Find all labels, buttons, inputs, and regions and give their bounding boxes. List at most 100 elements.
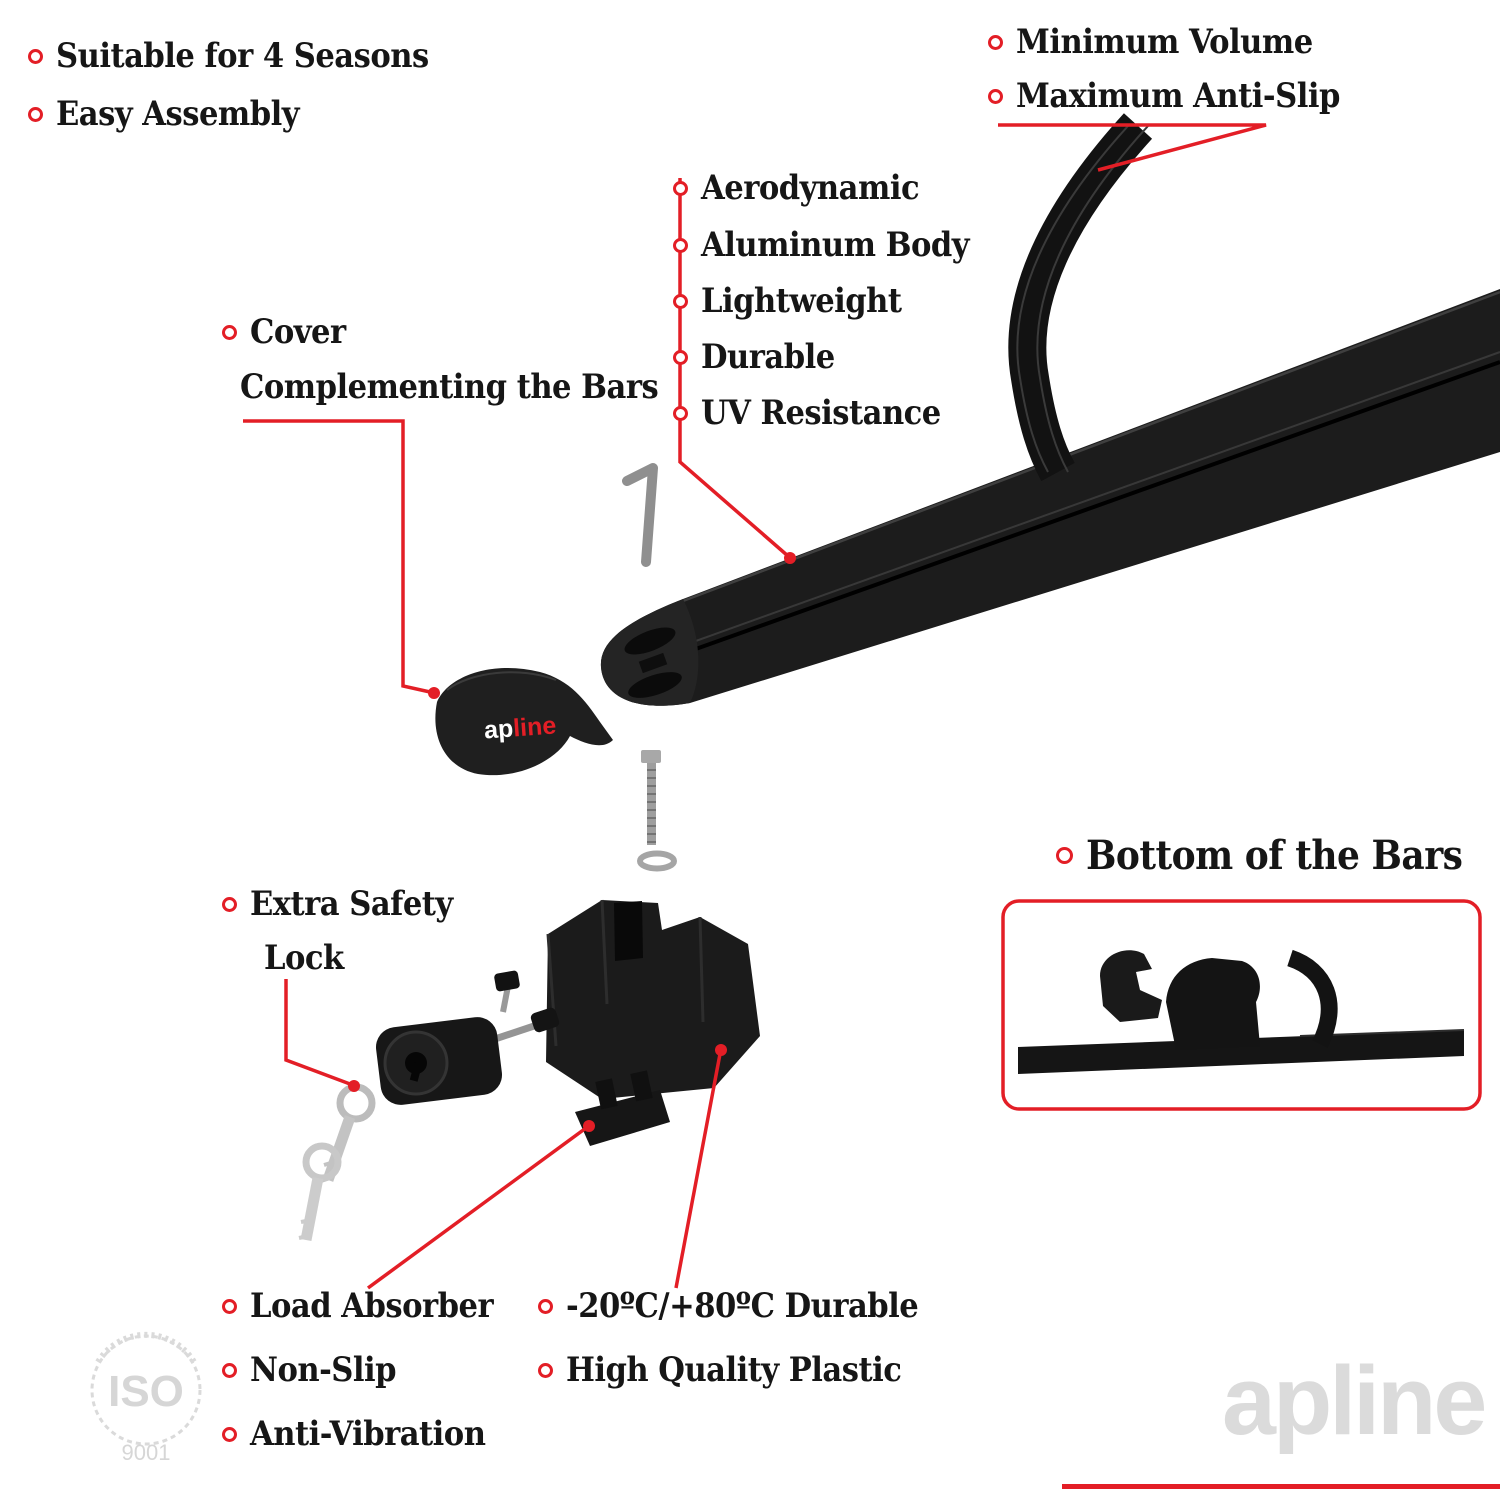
- bullet-icon: [538, 1298, 553, 1314]
- bar-cover: [435, 667, 613, 776]
- bottom-view-hook: [1100, 950, 1162, 1022]
- bullet-icon: [28, 48, 43, 64]
- bullet-icon: [222, 1298, 237, 1314]
- feature-item-plastic: High Quality Plastic: [538, 1350, 902, 1390]
- feature-item-durable: Durable: [673, 337, 835, 377]
- bar-groove-highlight: [692, 351, 1500, 643]
- lock-side-knob: [530, 1007, 560, 1033]
- bullet-icon: [538, 1362, 553, 1378]
- iso-badge-wreath: [95, 1331, 197, 1364]
- connector-material: [674, 1053, 722, 1289]
- bottom-bars-box: [1001, 899, 1482, 1111]
- bullet-icon: [673, 405, 688, 421]
- bottom-bars-heading: Bottom of the Bars: [1056, 832, 1463, 879]
- brand-watermark: apline: [1222, 1346, 1487, 1455]
- cover-label: Cover: [250, 312, 346, 352]
- lock-side-pin: [490, 1020, 542, 1044]
- feature-label: Easy Assembly: [56, 94, 300, 134]
- feature-item-antislip: Maximum Anti-Slip: [988, 76, 1340, 116]
- safety-label-line2: Lock: [264, 938, 344, 978]
- cover-label-line1: Cover: [222, 312, 346, 352]
- feature-label: Aerodynamic: [701, 168, 920, 208]
- feature-item-load-absorber: Load Absorber: [222, 1286, 494, 1326]
- bolt-head: [641, 750, 661, 763]
- connector-dot-material: [715, 1044, 727, 1056]
- feature-label: Durable: [701, 337, 835, 377]
- bullet-icon: [222, 1426, 237, 1442]
- bottom-view-strap: [1286, 949, 1338, 1048]
- safety-label: Extra Safety: [250, 884, 453, 924]
- safety-label-line1: Extra Safety: [222, 884, 453, 924]
- feature-item-assembly: Easy Assembly: [28, 94, 300, 134]
- bar-cover-highlight: [446, 671, 557, 691]
- feature-item-seasons: Suitable for 4 Seasons: [28, 36, 429, 76]
- feature-item-aluminum: Aluminum Body: [673, 225, 970, 265]
- feature-item-uv: UV Resistance: [673, 393, 941, 433]
- bullet-icon: [222, 324, 237, 340]
- bottom-accent-line: [1062, 1484, 1500, 1489]
- connector-dot-lock: [348, 1080, 360, 1092]
- feature-item-nonslip: Non-Slip: [222, 1350, 397, 1390]
- iso-number: 9001: [122, 1440, 171, 1465]
- bolt-shaft: [647, 763, 656, 845]
- feature-label: High Quality Plastic: [566, 1350, 902, 1390]
- feature-item-temperature: -20ºC/+80ºC Durable: [538, 1286, 919, 1326]
- bar-groove: [692, 360, 1500, 652]
- connector-antislip: [998, 123, 1267, 172]
- cover-brand-prefix: ap: [483, 714, 515, 745]
- bottom-bars-label: Bottom of the Bars: [1086, 832, 1463, 879]
- bullet-icon: [1056, 847, 1073, 864]
- feature-item-volume: Minimum Volume: [988, 22, 1313, 62]
- feature-label: UV Resistance: [701, 393, 941, 433]
- iso-label: ISO: [108, 1367, 184, 1416]
- cover-label-line2: Complementing the Bars: [240, 367, 659, 407]
- cover-brand-suffix: line: [512, 711, 558, 743]
- connector-bar-features: [678, 178, 790, 558]
- bullet-icon: [988, 88, 1003, 104]
- connector-dot-bar: [784, 552, 796, 564]
- bar-top-highlight: [682, 290, 1500, 603]
- connector-dot-load-absorber: [583, 1120, 595, 1132]
- lock-top-cap: [494, 970, 520, 992]
- bar-end-slot-bottom: [628, 672, 682, 698]
- feature-label: Anti-Vibration: [250, 1414, 486, 1454]
- keyhole-slot: [409, 1062, 423, 1082]
- feature-label: Suitable for 4 Seasons: [56, 36, 429, 76]
- feature-label: Load Absorber: [250, 1286, 494, 1326]
- bullet-icon: [988, 34, 1003, 50]
- rubber-strip: [1008, 113, 1153, 482]
- feature-label: Non-Slip: [250, 1350, 397, 1390]
- bullet-icon: [673, 180, 688, 196]
- rubber-strip-rib-left: [1016, 125, 1129, 473]
- bullet-icon: [673, 293, 688, 309]
- key2-ring: [302, 1142, 342, 1182]
- feature-item-lightweight: Lightweight: [673, 281, 902, 321]
- feature-label: -20ºC/+80ºC Durable: [566, 1286, 919, 1326]
- feature-item-antivibration: Anti-Vibration: [222, 1414, 486, 1454]
- key1-blade: [322, 1115, 356, 1182]
- key2-teeth: [298, 1218, 312, 1240]
- cover-brand-logo: apline: [483, 712, 557, 746]
- bullet-icon: [673, 237, 688, 253]
- iso-badge: ISO 9001: [90, 1331, 202, 1465]
- key2-blade: [300, 1176, 324, 1242]
- rubber-strip-rib-right: [1036, 125, 1149, 473]
- allen-key: [622, 463, 658, 567]
- key1-ring: [336, 1083, 376, 1123]
- feature-label: Aluminum Body: [701, 225, 970, 265]
- connector-dot-cover: [428, 687, 440, 699]
- feature-item-aerodynamic: Aerodynamic: [673, 168, 920, 208]
- bullet-icon: [222, 1362, 237, 1378]
- load-absorber-pad: [575, 1090, 670, 1146]
- foot-clamp-slot: [614, 901, 643, 961]
- connector-load-absorber: [366, 1126, 588, 1290]
- connector-cover: [243, 419, 431, 694]
- washer: [637, 850, 677, 872]
- bar-end-notch: [638, 652, 668, 674]
- load-absorber-nub-right: [630, 1070, 653, 1102]
- foot-clamp: [546, 900, 760, 1099]
- bullet-icon: [673, 349, 688, 365]
- bar-end-slot-top: [624, 627, 676, 655]
- bullet-icon: [28, 106, 43, 122]
